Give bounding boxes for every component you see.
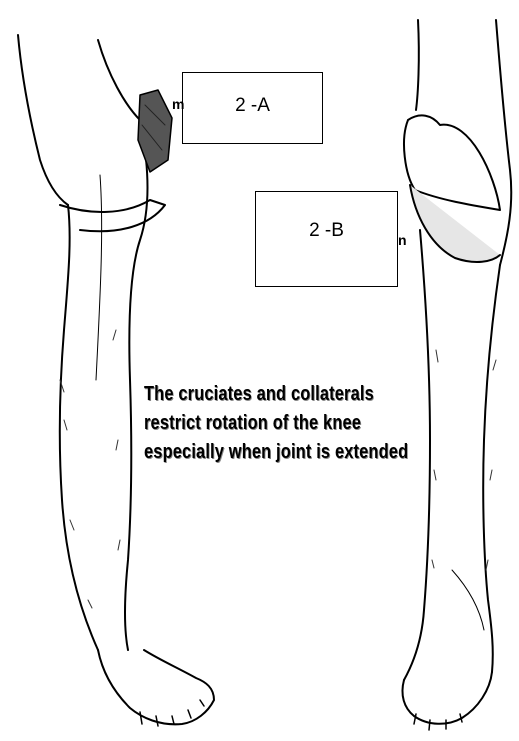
caption: The cruciates and collaterals restrict r… (144, 380, 415, 467)
left-strap (60, 200, 165, 231)
caption-line-1: The cruciates and collaterals (144, 380, 415, 409)
right-calf-outer (483, 265, 500, 672)
right-thigh-inner (496, 20, 511, 265)
label-box-2a: 2 -A (182, 72, 323, 144)
label-2b-text: 2 -B (309, 220, 344, 286)
left-toes (140, 700, 204, 726)
left-ligament-shade (138, 90, 172, 172)
left-shin-line (96, 175, 102, 380)
right-knee-cap (410, 185, 500, 262)
marker-m-left: m (172, 96, 184, 112)
label-2a-text: 2 -A (235, 95, 270, 143)
right-thigh-outer (416, 20, 419, 110)
label-box-2b: 2 -B (255, 191, 398, 287)
right-leg-drawing (402, 20, 511, 730)
caption-line-3: especially when joint is extended (144, 438, 415, 467)
marker-n-right: n (398, 232, 407, 248)
caption-line-2: restrict rotation of the knee (144, 409, 415, 438)
left-thigh-outer (18, 35, 68, 205)
left-foot (98, 650, 214, 724)
left-knee-outer (60, 205, 98, 650)
left-thigh-inner (98, 40, 140, 120)
